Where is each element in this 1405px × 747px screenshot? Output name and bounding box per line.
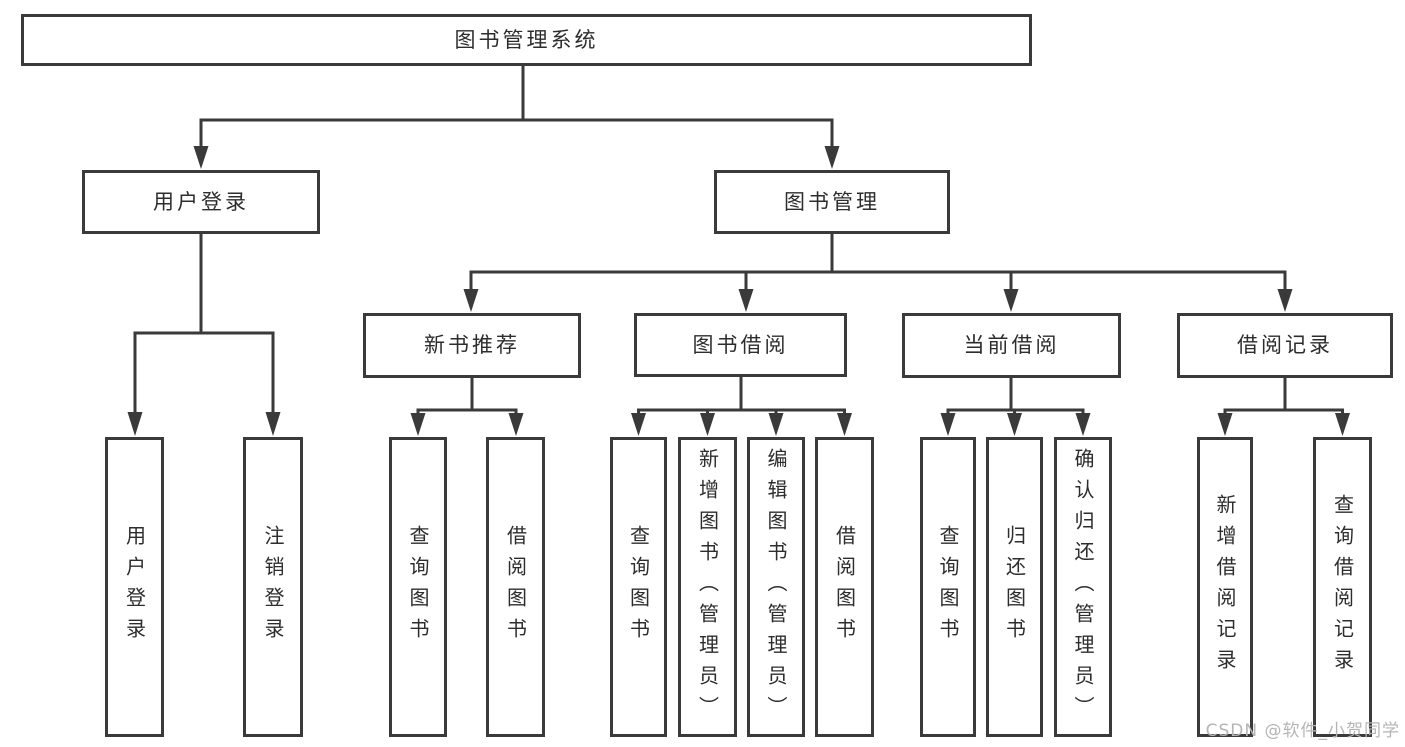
leaf-query-books-recommend: 查询图书 bbox=[389, 437, 447, 737]
leaf-label: 查询图书 bbox=[936, 525, 960, 649]
leaf-label: 用户登录 bbox=[122, 525, 147, 649]
node-label: 图书管理系统 bbox=[454, 27, 599, 52]
node-user-login: 用户登录 bbox=[82, 170, 320, 234]
node-new-book-recommendation: 新书推荐 bbox=[363, 313, 581, 378]
node-library-management-system: 图书管理系统 bbox=[21, 14, 1032, 66]
node-current-borrowing: 当前借阅 bbox=[902, 313, 1121, 378]
leaf-return-books: 归还图书 bbox=[986, 437, 1043, 737]
node-label: 新书推荐 bbox=[424, 333, 520, 357]
node-label: 用户登录 bbox=[153, 189, 249, 214]
node-label: 借阅记录 bbox=[1237, 333, 1333, 357]
leaf-borrow-books-recommend: 借阅图书 bbox=[486, 437, 545, 737]
leaf-edit-books-admin: 编辑图书（管理员） bbox=[747, 437, 805, 737]
leaf-query-books-borrow: 查询图书 bbox=[610, 437, 667, 737]
leaf-label: 借阅图书 bbox=[832, 525, 857, 649]
leaf-user-login: 用户登录 bbox=[105, 437, 164, 737]
node-label: 当前借阅 bbox=[963, 333, 1060, 357]
leaf-confirm-return-admin: 确认归还（管理员） bbox=[1054, 437, 1112, 737]
leaf-label: 查询图书 bbox=[406, 525, 430, 649]
csdn-watermark: CSDN @软件_小贺同学 bbox=[1205, 721, 1400, 741]
leaf-add-borrow-record: 新增借阅记录 bbox=[1197, 437, 1253, 737]
node-borrowing-records: 借阅记录 bbox=[1177, 313, 1393, 378]
node-book-management: 图书管理 bbox=[714, 170, 950, 234]
leaf-label: 新增图书（管理员） bbox=[695, 447, 720, 727]
leaf-query-books-current: 查询图书 bbox=[920, 437, 976, 737]
leaf-label: 编辑图书（管理员） bbox=[764, 447, 788, 727]
leaf-label: 注销登录 bbox=[261, 525, 285, 649]
node-label: 图书管理 bbox=[784, 189, 880, 214]
leaf-label: 归还图书 bbox=[1002, 525, 1027, 649]
node-label: 图书借阅 bbox=[692, 332, 789, 357]
leaf-query-borrow-record: 查询借阅记录 bbox=[1313, 437, 1372, 737]
node-book-borrowing: 图书借阅 bbox=[634, 313, 847, 377]
leaf-label: 查询图书 bbox=[626, 525, 651, 649]
leaf-add-books-admin: 新增图书（管理员） bbox=[678, 437, 737, 737]
leaf-borrow-books: 借阅图书 bbox=[815, 437, 874, 737]
leaf-label: 新增借阅记录 bbox=[1213, 494, 1237, 680]
leaf-label: 确认归还（管理员） bbox=[1071, 447, 1095, 727]
leaf-label: 借阅图书 bbox=[503, 525, 528, 649]
leaf-logout: 注销登录 bbox=[243, 437, 303, 737]
leaf-label: 查询借阅记录 bbox=[1330, 494, 1355, 680]
